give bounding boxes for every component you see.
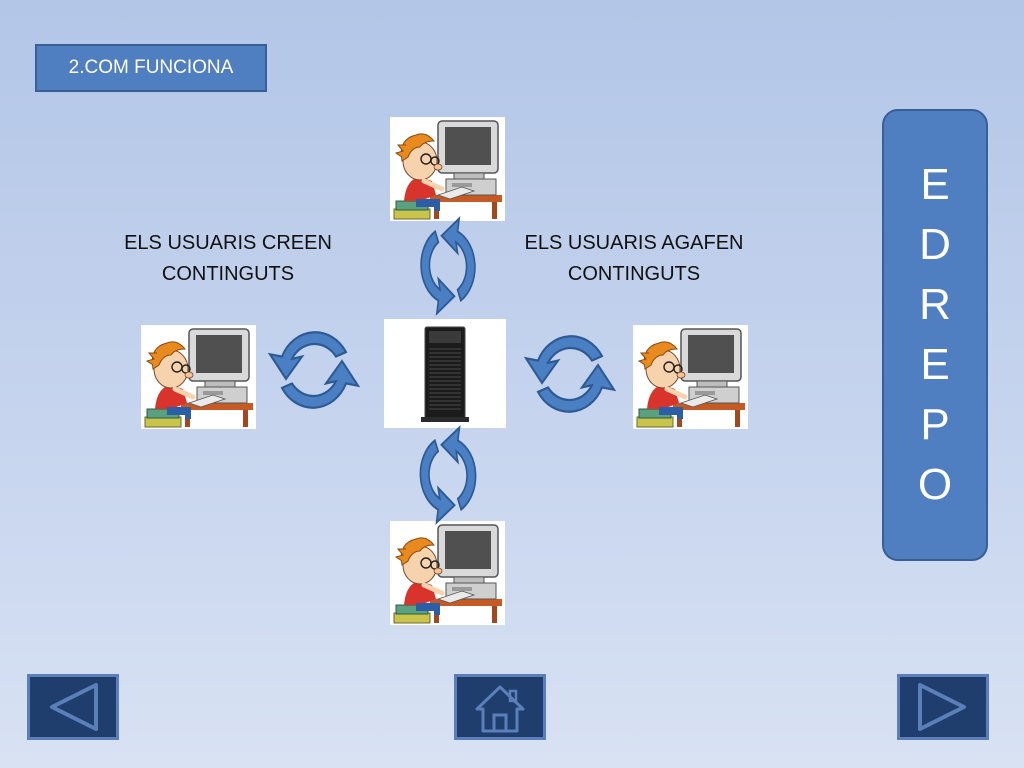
kid-computer-icon bbox=[390, 521, 505, 625]
kid-computer-icon bbox=[633, 325, 748, 429]
vertical-title-letter: P bbox=[920, 400, 950, 449]
vertical-title-letter: E bbox=[920, 340, 950, 389]
user-right bbox=[633, 325, 748, 429]
section-label: 2.COM FUNCIONA bbox=[35, 44, 267, 92]
next-slide-button[interactable] bbox=[897, 674, 989, 740]
home-icon bbox=[475, 685, 525, 733]
server-tower-icon bbox=[421, 326, 469, 422]
user-bottom bbox=[390, 521, 505, 625]
home-button[interactable] bbox=[454, 674, 546, 740]
triangle-right-icon bbox=[918, 683, 966, 731]
kid-computer-icon bbox=[141, 325, 256, 429]
vertical-title-letter: E bbox=[920, 160, 950, 209]
central-server bbox=[384, 319, 506, 428]
user-top bbox=[390, 117, 505, 221]
caption-users-create: ELS USUARIS CREEN CONTINGUTS bbox=[124, 232, 332, 285]
vertical-title-letter: R bbox=[919, 280, 951, 329]
circular-arrows-icon bbox=[408, 212, 488, 320]
circular-arrows-icon bbox=[264, 314, 364, 426]
circular-arrows-icon bbox=[520, 318, 620, 430]
kid-computer-icon bbox=[390, 117, 505, 221]
vertical-title-letter: D bbox=[919, 220, 951, 269]
vertical-title: E D R E P O bbox=[882, 109, 988, 561]
vertical-title-letter: O bbox=[917, 460, 953, 509]
caption-users-take: ELS USUARIS AGAFEN CONTINGUTS bbox=[524, 232, 744, 285]
triangle-left-icon bbox=[50, 683, 98, 731]
circular-arrows-icon bbox=[407, 421, 489, 529]
user-left bbox=[141, 325, 256, 429]
previous-slide-button[interactable] bbox=[27, 674, 119, 740]
